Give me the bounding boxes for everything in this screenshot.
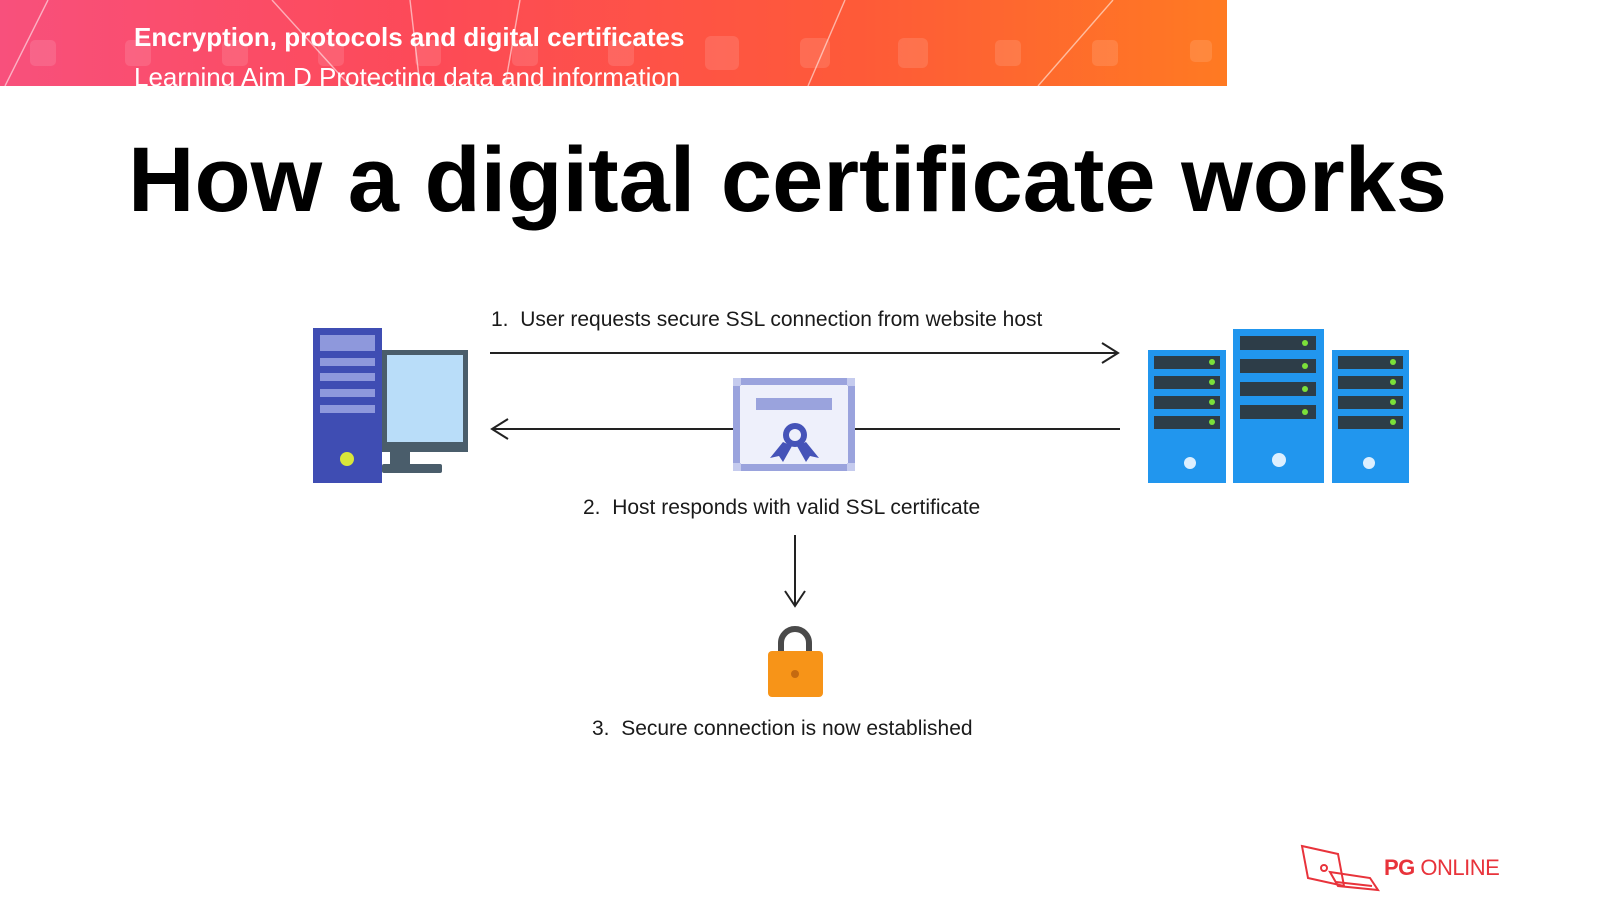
- header-banner: Encryption, protocols and digital certif…: [0, 0, 1227, 86]
- down-arrow: [784, 535, 806, 608]
- step-1-label: 1. User requests secure SSL connection f…: [491, 308, 1042, 332]
- banner-subtitle: Learning Aim D Protecting data and infor…: [134, 62, 681, 86]
- logo-text-bold: PG: [1384, 855, 1415, 880]
- banner-title: Encryption, protocols and digital certif…: [134, 22, 685, 52]
- step-2-label: 2. Host responds with valid SSL certific…: [583, 496, 980, 520]
- padlock-icon: [768, 626, 823, 697]
- step-2-number: 2.: [583, 496, 601, 519]
- server-rack-icon: [1148, 329, 1409, 483]
- banner-decoration: [4, 0, 1212, 86]
- response-arrow: [490, 418, 1120, 440]
- step-2-text: Host responds with valid SSL certificate: [612, 496, 981, 519]
- step-3-number: 3.: [592, 717, 610, 740]
- request-arrow: [490, 342, 1120, 364]
- page-title: How a digital certificate works: [128, 129, 1448, 231]
- step-1-number: 1.: [491, 308, 509, 331]
- logo-text-regular: ONLINE: [1414, 855, 1500, 880]
- pg-online-logo-icon: [1300, 844, 1381, 892]
- desktop-computer-icon: [313, 328, 468, 483]
- logo-text: PG ONLINE: [1384, 855, 1500, 881]
- certificate-icon: [733, 378, 855, 471]
- step-3-text: Secure connection is now established: [621, 717, 973, 740]
- step-1-text: User requests secure SSL connection from…: [520, 308, 1043, 331]
- step-3-label: 3. Secure connection is now established: [592, 717, 973, 741]
